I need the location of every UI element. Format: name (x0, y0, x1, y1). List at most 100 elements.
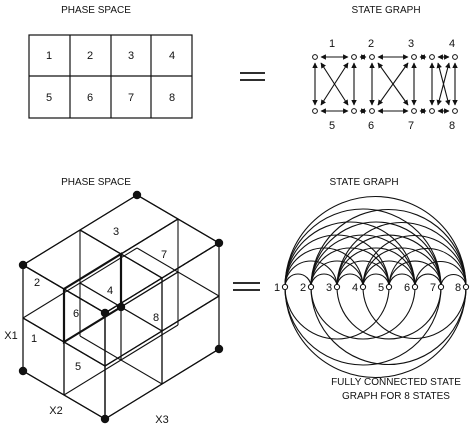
top-state-graph-title: STATE GRAPH (351, 5, 420, 16)
graph-arc (284, 208, 442, 288)
graph-node (385, 283, 393, 291)
graph-arc (310, 273, 338, 288)
node-label-bg (376, 280, 386, 294)
corner-vertex (214, 238, 224, 248)
cube-region-7: 7 (161, 249, 167, 261)
graph-arc (388, 260, 442, 288)
graph-node (351, 108, 357, 114)
top-phase-space-title: PHASE SPACE (61, 5, 131, 16)
graph-arc (284, 221, 416, 288)
graph-arc (284, 286, 442, 366)
grid-cell-8: 8 (169, 92, 175, 104)
grid-cell-4: 4 (169, 50, 175, 62)
cube-region-4: 4 (107, 285, 113, 297)
node-label-bg (453, 280, 463, 294)
cube-region-8: 8 (153, 312, 159, 324)
graph-arc (284, 195, 467, 288)
bottom-state-graph-title: STATE GRAPH (329, 177, 398, 188)
highlighted-cell (62, 252, 123, 344)
graph-label-6: 6 (368, 120, 374, 132)
node-label-6: 6 (404, 282, 410, 294)
node-label-bg (272, 280, 282, 294)
graph-arc (362, 247, 442, 288)
graph-node (351, 54, 357, 60)
graph-node (307, 283, 315, 291)
axis-label-x2: X2 (49, 405, 62, 417)
node-label-4: 4 (352, 282, 358, 294)
graph-arc (440, 273, 467, 288)
node-label-7: 7 (430, 282, 436, 294)
graph-node (369, 54, 375, 60)
corner-vertex (100, 414, 110, 424)
node-label-1: 1 (274, 282, 280, 294)
lattice-edge (136, 247, 220, 297)
node-label-8: 8 (455, 282, 461, 294)
graph-node (312, 108, 318, 114)
arrow-diag-b-0 (320, 62, 349, 106)
graph-arc (310, 286, 467, 366)
graph-label-4: 4 (449, 38, 455, 50)
arrow-diag-b-1 (377, 62, 409, 106)
graph-label-3: 3 (408, 38, 414, 50)
node-label-bg (324, 280, 334, 294)
graph-node (281, 283, 289, 291)
state-graph-arrows (312, 54, 458, 114)
graph-arc (284, 286, 467, 379)
graph-node (429, 54, 435, 60)
node-label-bg (350, 280, 360, 294)
graph-node (333, 283, 341, 291)
grid-cell-2: 2 (87, 50, 93, 62)
graph-label-8: 8 (449, 120, 455, 132)
graph-node (369, 108, 375, 114)
graph-node (452, 108, 458, 114)
graph-node (359, 283, 367, 291)
cube-region-1: 1 (31, 333, 37, 345)
node-label-2: 2 (300, 282, 306, 294)
graph-arc (362, 234, 467, 288)
caption-line-1: FULLY CONNECTED STATE (331, 377, 461, 388)
node-label-bg (298, 280, 308, 294)
corner-vertex (18, 366, 28, 376)
grid-cell-6: 6 (87, 92, 93, 104)
node-label-bg (402, 280, 412, 294)
graph-label-7: 7 (408, 120, 414, 132)
corner-vertex (100, 308, 110, 318)
graph-arc (336, 222, 467, 288)
cube-region-5: 5 (75, 361, 81, 373)
corner-vertex (132, 190, 142, 200)
graph-arc (284, 260, 338, 288)
graph-arc (414, 260, 467, 288)
phase-space-grid (28, 34, 193, 119)
graph-arc (362, 273, 390, 288)
graph-arc (336, 286, 442, 340)
axis-label-x1: X1 (4, 330, 17, 342)
axis-label-x3: X3 (155, 414, 168, 426)
grid-cell-7: 7 (128, 92, 134, 104)
graph-arc (388, 273, 416, 288)
graph-arc (362, 286, 467, 340)
lattice-edge (22, 247, 138, 319)
graph-node (411, 283, 419, 291)
graph-arc (414, 273, 442, 288)
graph-node (452, 54, 458, 60)
grid-cell-3: 3 (128, 50, 134, 62)
node-label-3: 3 (326, 282, 332, 294)
graph-arc (284, 273, 312, 288)
graph-label-2: 2 (368, 38, 374, 50)
graph-arc (388, 247, 467, 288)
graph-arc (310, 260, 364, 288)
top-equals-sign (240, 72, 265, 81)
cube-region-6: 6 (73, 308, 79, 320)
graph-node (411, 108, 417, 114)
graph-label-1: 1 (329, 38, 335, 50)
node-label-bg (428, 280, 438, 294)
cube-region-2: 2 (34, 277, 40, 289)
corner-vertex (18, 260, 28, 270)
connected-graph-arcs (284, 195, 467, 379)
graph-arc (362, 260, 416, 288)
corner-vertex (214, 344, 224, 354)
corner-vertex (116, 302, 126, 312)
graph-arc (336, 260, 390, 288)
